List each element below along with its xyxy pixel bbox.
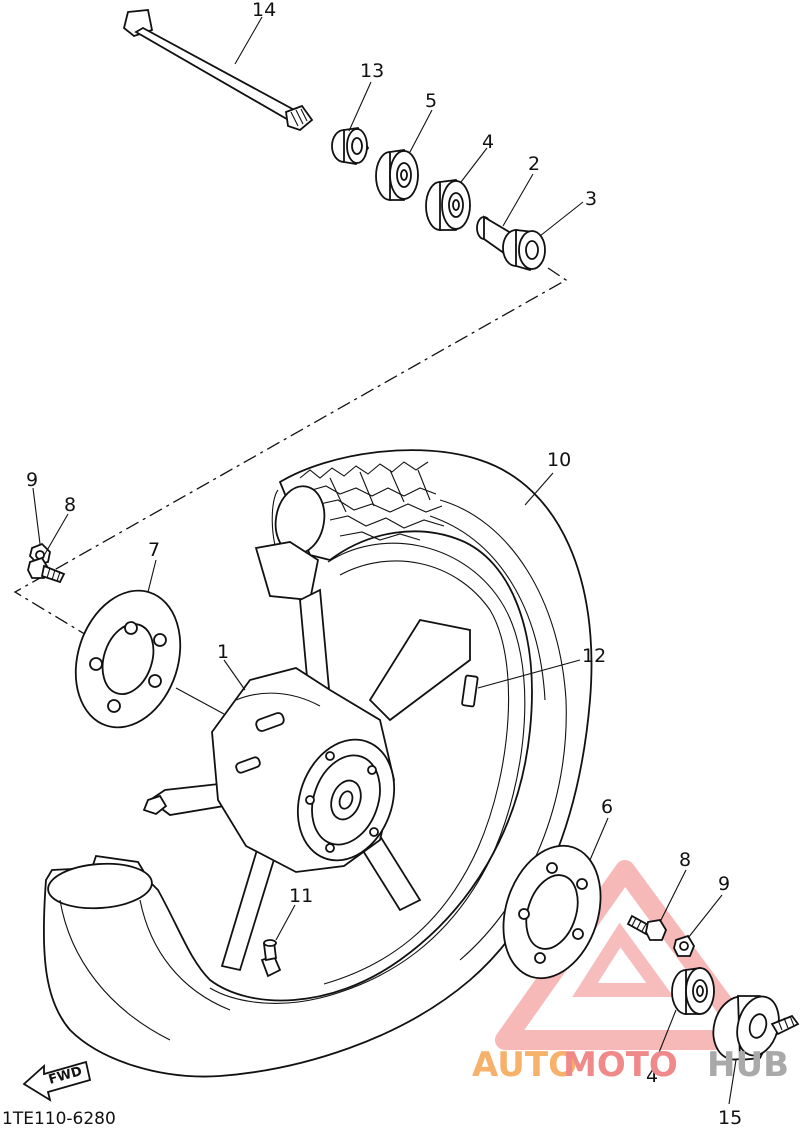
leader-7 bbox=[147, 559, 157, 593]
leader-10 bbox=[524, 472, 554, 506]
speedometer-gear-unit bbox=[712, 995, 800, 1061]
wheel-hub bbox=[211, 667, 396, 873]
callout-labels: 14 13 5 4 2 3 10 9 8 7 1 12 6 8 9 11 4 1… bbox=[26, 0, 742, 1129]
leader-4-top bbox=[460, 147, 488, 183]
callout-3: 3 bbox=[585, 188, 597, 210]
leader-5 bbox=[409, 109, 433, 153]
leader-15 bbox=[728, 1059, 737, 1105]
fwd-arrow: FWD bbox=[22, 1060, 92, 1102]
disc-plate-right bbox=[502, 844, 602, 980]
leader-2 bbox=[502, 173, 534, 227]
callout-4-bottom: 4 bbox=[646, 1065, 658, 1087]
bearing-5 bbox=[375, 149, 420, 201]
callout-11: 11 bbox=[289, 885, 313, 907]
callout-12: 12 bbox=[582, 645, 606, 667]
watermark-part2: MOTO bbox=[563, 1045, 678, 1085]
watermark-part1: AUTO bbox=[472, 1045, 577, 1085]
leader-1b bbox=[175, 687, 225, 715]
bearing-4-top bbox=[425, 179, 472, 231]
collar bbox=[331, 127, 370, 165]
watermark-part3: HUB bbox=[707, 1045, 789, 1085]
front-axle bbox=[122, 9, 314, 132]
leader-3 bbox=[539, 201, 584, 237]
callout-9-left: 9 bbox=[26, 469, 38, 491]
callout-14: 14 bbox=[252, 0, 276, 21]
leader-12 bbox=[477, 659, 581, 689]
callout-5: 5 bbox=[425, 90, 437, 112]
nut-right bbox=[673, 934, 696, 957]
callout-8-right: 8 bbox=[679, 849, 691, 871]
leader-4-bottom bbox=[655, 1009, 677, 1061]
leader-6 bbox=[589, 817, 609, 861]
leader-14 bbox=[234, 16, 263, 65]
flange-collar bbox=[502, 228, 546, 272]
callout-1: 1 bbox=[217, 641, 229, 663]
leader-13 bbox=[348, 81, 372, 132]
callout-2: 2 bbox=[528, 153, 540, 175]
watermark-text: AUTO MOTO HUB bbox=[472, 1045, 789, 1085]
leader-11 bbox=[275, 904, 296, 941]
balance-weight bbox=[461, 674, 479, 708]
callout-4-top: 4 bbox=[482, 131, 494, 153]
leader-8-left bbox=[41, 513, 69, 560]
leader-1 bbox=[223, 659, 246, 691]
bolt-left bbox=[27, 556, 66, 584]
callout-6: 6 bbox=[601, 796, 613, 818]
bearing-4-bottom bbox=[671, 967, 716, 1015]
callout-7: 7 bbox=[148, 539, 160, 561]
front-wheel-tire bbox=[42, 449, 593, 1078]
leader-9-left bbox=[32, 487, 41, 545]
bolt-right bbox=[626, 914, 668, 941]
disc-plate-left bbox=[74, 589, 182, 729]
leader-9-right bbox=[687, 894, 723, 939]
callout-8-left: 8 bbox=[64, 494, 76, 516]
drawing-code: 1TE110-6280 bbox=[2, 1109, 116, 1129]
callout-13: 13 bbox=[360, 60, 384, 82]
callout-15: 15 bbox=[718, 1107, 742, 1129]
tire-valve bbox=[260, 939, 282, 978]
callout-10: 10 bbox=[547, 449, 571, 471]
callout-9-right: 9 bbox=[718, 873, 730, 895]
leader-8-right bbox=[659, 869, 687, 923]
